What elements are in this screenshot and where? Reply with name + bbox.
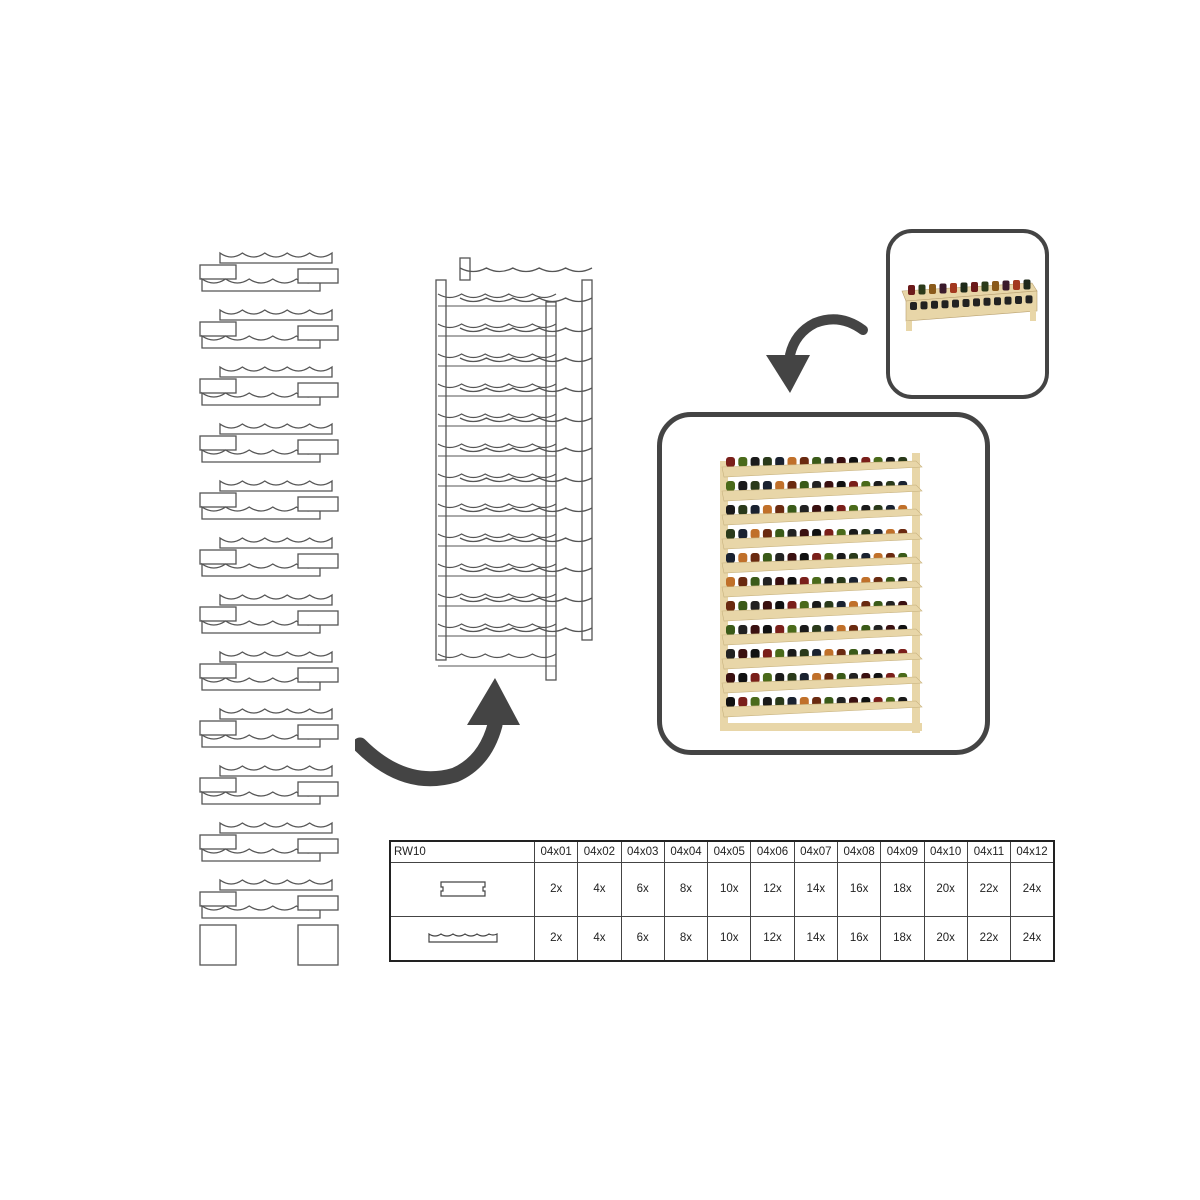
column-header: 04x10	[923, 840, 968, 863]
wavy-bottle-rail-icon	[389, 915, 535, 962]
cell: 6x	[620, 862, 665, 917]
cell: 2x	[533, 915, 579, 962]
cell: 10x	[707, 915, 752, 962]
column-header: 04x07	[793, 840, 838, 863]
main-photo-frame	[657, 412, 990, 755]
cell: 24x	[1010, 915, 1055, 962]
column-header: 04x02	[577, 840, 622, 863]
assembled-rack-drawing-icon	[435, 257, 593, 681]
cell: 6x	[620, 915, 665, 962]
table-row: 2x 4x 6x 8x 10x 12x 14x 16x 18x 20x 22x …	[389, 915, 1055, 962]
column-header: 04x04	[663, 840, 709, 863]
thumbnail-photo-frame	[886, 229, 1049, 399]
column-header: 04x12	[1010, 840, 1055, 863]
cell: 4x	[577, 862, 622, 917]
column-header: 04x11	[966, 840, 1012, 863]
model-label: RW10	[389, 840, 535, 863]
cell: 20x	[923, 862, 968, 917]
cell: 24x	[1010, 862, 1055, 917]
curved-arrow-icon	[766, 314, 868, 393]
table-header-row: RW10 04x01 04x02 04x03 04x04 04x05 04x06…	[389, 840, 1055, 863]
cell: 8x	[663, 915, 709, 962]
cell: 12x	[750, 915, 795, 962]
column-header: 04x01	[533, 840, 579, 863]
cell: 18x	[880, 862, 925, 917]
cell: 16x	[836, 862, 882, 917]
table-row: 2x 4x 6x 8x 10x 12x 14x 16x 18x 20x 22x …	[389, 862, 1055, 917]
cell: 18x	[880, 915, 925, 962]
cell: 2x	[533, 862, 579, 917]
cell: 14x	[793, 862, 838, 917]
column-header: 04x09	[880, 840, 925, 863]
cell: 16x	[836, 915, 882, 962]
cell: 20x	[923, 915, 968, 962]
cell: 4x	[577, 915, 622, 962]
cell: 8x	[663, 862, 709, 917]
column-header: 04x05	[707, 840, 752, 863]
column-header: 04x06	[750, 840, 795, 863]
curved-arrow-icon	[355, 678, 520, 787]
column-header: 04x08	[836, 840, 882, 863]
side-plank-icon	[389, 862, 535, 917]
wide-rack-photo-icon	[901, 279, 1038, 331]
cell: 12x	[750, 862, 795, 917]
column-header: 04x03	[620, 840, 665, 863]
cell: 22x	[966, 862, 1012, 917]
tall-rack-photo-icon	[720, 453, 923, 733]
parts-table: RW10 04x01 04x02 04x03 04x04 04x05 04x06…	[389, 840, 1055, 962]
cell: 14x	[793, 915, 838, 962]
cell: 22x	[966, 915, 1012, 962]
cell: 10x	[707, 862, 752, 917]
exploded-rack-drawing-icon	[199, 251, 339, 966]
